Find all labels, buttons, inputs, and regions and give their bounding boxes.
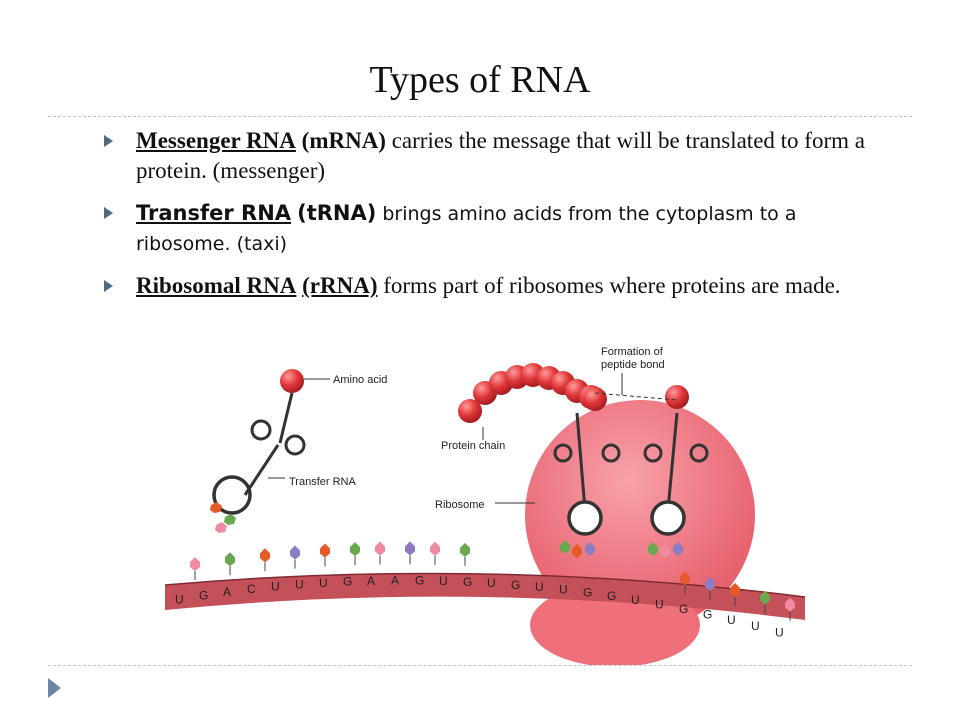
codon-letter: U xyxy=(775,625,784,639)
abbr-rrna: (rRNA) xyxy=(302,273,378,298)
bullet-arrow-icon xyxy=(104,135,113,147)
term-trna: Transfer RNA xyxy=(136,201,292,225)
anticodon-base-icon xyxy=(648,542,658,556)
label-ribosome: Ribosome xyxy=(435,499,485,511)
codon-letter: G xyxy=(343,575,352,589)
label-transfer-rna: Transfer RNA xyxy=(289,476,356,488)
codon-letter: G xyxy=(199,588,208,602)
protein-bead xyxy=(583,387,607,411)
free-base-icon xyxy=(730,582,740,597)
codon-letter: U xyxy=(655,597,664,611)
protein-bead xyxy=(665,385,689,409)
abbr-mrna: (mRNA) xyxy=(301,128,386,153)
codon-letter: A xyxy=(223,585,231,599)
translation-diagram: U G A C U U U G A A G U G U G U U G G U U G G U U U Amino acid Tr… xyxy=(165,346,805,665)
top-divider xyxy=(48,116,912,117)
free-base-icon xyxy=(430,541,440,556)
free-base-icon xyxy=(260,548,270,563)
free-base-icon xyxy=(460,542,470,557)
codon-letter: U xyxy=(487,576,496,590)
codon-letter: U xyxy=(535,580,544,594)
label-peptide-line2: peptide bond xyxy=(601,359,665,371)
codon-letter: G xyxy=(583,586,592,600)
free-base-icon xyxy=(190,557,200,572)
free-base-icon xyxy=(785,597,795,612)
free-base-icon xyxy=(705,576,715,591)
bullet-mrna: Messenger RNA (mRNA) carries the message… xyxy=(104,126,894,186)
term-rrna: Ribosomal RNA xyxy=(136,273,297,298)
bullet-arrow-icon xyxy=(104,207,113,219)
free-base-icon xyxy=(375,541,385,556)
bound-trna-right xyxy=(643,412,709,536)
free-base-icon xyxy=(320,543,330,558)
bullet-trna: Transfer RNA (tRNA) brings amino acids f… xyxy=(104,198,894,259)
codon-letter: U xyxy=(751,619,760,633)
codon-letter: C xyxy=(247,582,256,596)
label-protein-chain: Protein chain xyxy=(441,440,505,452)
free-base-icon xyxy=(225,552,235,567)
protein-chain xyxy=(458,363,689,423)
codon-letter: U xyxy=(271,580,280,594)
free-base-icon xyxy=(405,541,415,556)
anticodon-base-icon xyxy=(572,544,582,558)
slide-nav-arrow-icon[interactable] xyxy=(48,678,61,698)
peptide-bond-line xyxy=(594,392,678,401)
codon-letter: U xyxy=(175,592,184,606)
codon-letter: U xyxy=(559,583,568,597)
codon-letter: G xyxy=(607,589,616,603)
codon-letter: G xyxy=(679,602,688,616)
abbr-trna: (tRNA) xyxy=(297,201,377,225)
desc-mrna: carries the message that will be transla… xyxy=(136,128,865,183)
desc-trna: brings amino acids from the cytoplasm to… xyxy=(136,203,797,255)
codon-letter: G xyxy=(511,578,520,592)
free-nucleotide-bases xyxy=(190,540,795,621)
free-base-icon xyxy=(350,542,360,557)
mrna-edge xyxy=(165,572,805,598)
desc-rrna: forms part of ribosomes where proteins a… xyxy=(377,273,841,298)
free-trna xyxy=(212,392,306,515)
bottom-divider xyxy=(48,665,912,666)
slide-title: Types of RNA xyxy=(369,59,591,101)
codon-letter: U xyxy=(439,574,448,588)
codon-letter: G xyxy=(463,575,472,589)
anticodon-base-icon xyxy=(673,542,683,556)
codon-letter: U xyxy=(319,576,328,590)
bullet-list: Messenger RNA (mRNA) carries the message… xyxy=(104,126,894,313)
bullet-rrna: Ribosomal RNA (rRNA) forms part of ribos… xyxy=(104,271,894,301)
ribosome-large-subunit xyxy=(525,400,755,630)
free-base-icon xyxy=(760,590,770,605)
anticodon-base-icon xyxy=(660,544,670,558)
term-mrna: Messenger RNA xyxy=(136,128,296,153)
anticodon-base-icon xyxy=(585,542,595,556)
codon-letter: A xyxy=(391,573,399,587)
bound-trna-left xyxy=(553,412,621,536)
bullet-arrow-icon xyxy=(104,280,113,292)
codon-letter: U xyxy=(295,578,304,592)
anticodon-base-icon xyxy=(560,540,570,554)
codon-letter: G xyxy=(415,573,424,587)
codon-letter: U xyxy=(631,593,640,607)
protein-bead xyxy=(458,399,482,423)
codon-letter: U xyxy=(727,613,736,627)
label-peptide-line1: Formation of xyxy=(601,346,664,358)
label-amino-acid: Amino acid xyxy=(333,374,387,386)
codon-letters: U G A C U U U G A A G U G U G U U G G U U G G U U U xyxy=(175,573,784,639)
free-base-icon xyxy=(290,545,300,560)
codon-letter: G xyxy=(703,607,712,621)
mrna-strand xyxy=(165,573,805,620)
codon-letter: A xyxy=(367,574,375,588)
amino-acid-icon xyxy=(280,369,304,393)
trna-anticodon-bases xyxy=(210,502,236,533)
free-base-icon xyxy=(680,571,690,586)
